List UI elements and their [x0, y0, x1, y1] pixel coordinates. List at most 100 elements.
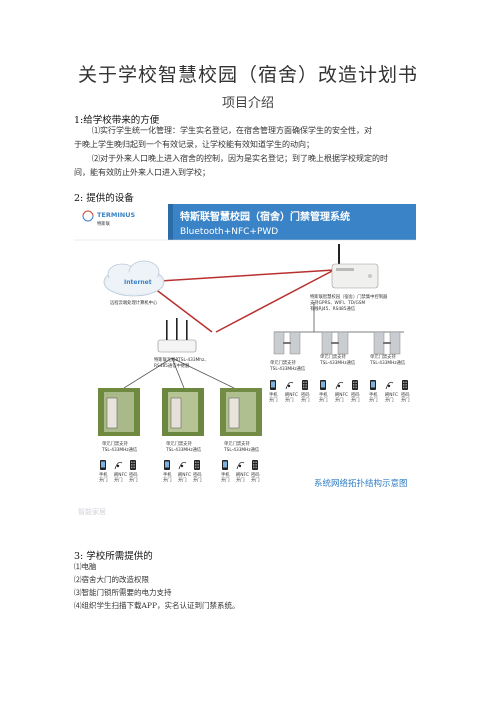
panel-2-method-3-label-2: 开门 [193, 477, 202, 484]
panel-2-method-2-label-2: 开门 [178, 477, 187, 484]
panel-access-methods: 手机开门刷NFC开门密码开门手机开门刷NFC开门密码开门手机开门刷NFC开门密码… [99, 460, 260, 484]
network-topology-figure: TERMINUS 特斯联 特斯联智慧校园（宿舍）门禁管理系统 Bluetooth… [74, 204, 416, 526]
gate-2-method-3-label-2: 开门 [351, 397, 360, 404]
router-caption-2: RS485通信中继器 [154, 362, 190, 369]
gate-1-caption-2: TSL-433MHz通信 [269, 365, 306, 372]
turnstile-gate-3-icon [373, 331, 401, 355]
central-controller-icon [331, 244, 379, 289]
gate-3-method-3-label-2: 开门 [401, 397, 410, 404]
keypad-icon [194, 460, 200, 470]
section-1-para-2-line-2: 间，能有效防止外来人口进入到学校； [74, 168, 210, 177]
panel-3-method-1-label-1: 手机 [221, 471, 230, 478]
gate-2-method-1-label-1: 手机 [319, 391, 328, 398]
panel-2-caption-2: TSL-433MHz通信 [165, 446, 202, 453]
gate-3-method-2-label-2: 开门 [385, 397, 394, 404]
gate-1-method-3-label-1: 密码 [301, 391, 310, 398]
banner-subtitle: Bluetooth+NFC+PWD [180, 227, 278, 237]
internet-label: Internet [124, 279, 152, 286]
keypad-icon [252, 460, 258, 470]
panel-2-method-1-label-1: 手机 [163, 471, 172, 478]
banner-title: 特斯联智慧校园（宿舍）门禁管理系统 [180, 210, 350, 223]
phone-icon [222, 460, 228, 470]
section-1-heading: 1:给学校带来的方便 [74, 115, 160, 126]
relay-router-icon [157, 318, 197, 353]
router-caption-1: 特斯联无线RTSL-433Mhz、 [154, 356, 209, 363]
controller-caption-2: 支持GPRS、WIFI、TD/GSM [310, 299, 366, 306]
panel-1-method-2-label-2: 开门 [114, 477, 123, 484]
gate-3-method-1-label-2: 开门 [369, 397, 378, 404]
nfc-icon [114, 461, 123, 470]
keypad-icon [302, 380, 308, 390]
panel-1-method-2-label-1: 刷NFC [114, 471, 127, 478]
document-title: 关于学校智慧校园（宿舍）改造计划书 [77, 64, 418, 86]
document-subtitle: 项目介绍 [221, 96, 274, 111]
panel-3-caption-2: TSL-433MHz通信 [223, 446, 260, 453]
section-3-heading: 3: 学校所需提供的 [74, 551, 153, 562]
phone-icon [320, 380, 326, 390]
gate-2-caption-1: 单元门禁支持 [320, 353, 346, 360]
panel-3-method-3-label-1: 密码 [251, 471, 260, 478]
panel-3-method-2-label-1: 刷NFC [236, 471, 249, 478]
turnstile-gate-1-icon [273, 331, 301, 355]
gate-2-method-2-label-2: 开门 [335, 397, 344, 404]
section-1-para-2-line-1: ⑵对于外来人口晚上进入宿舍的控制，因为是实名登记；到了晚上根据学校规定的时 [92, 154, 388, 163]
panel-1-method-1-label-1: 手机 [99, 471, 108, 478]
panel-2-method-3-label-1: 密码 [193, 471, 202, 478]
gate-1-method-1-label-1: 手机 [269, 391, 278, 398]
gate-1-method-2-label-1: 刷NFC [285, 391, 298, 398]
panel-2-method-2-label-1: 刷NFC [178, 471, 191, 478]
cloud-caption: 远程云端处理计算机中心 [110, 299, 158, 306]
panel-3-caption-1: 单元门禁支持 [224, 440, 250, 447]
controller-caption-3: 有线RJ45、RS485通信 [310, 305, 356, 312]
phone-icon [270, 380, 276, 390]
panel-1-method-3-label-2: 开门 [129, 477, 138, 484]
phone-icon [164, 460, 170, 470]
watermark: 智能家居 [78, 507, 106, 516]
gate-3-method-2-label-1: 刷NFC [385, 391, 398, 398]
gate-3-caption-1: 单元门禁支持 [370, 353, 396, 360]
section-3-item-4: ⑷组织学生扫描下载APP，实名认证到门禁系统。 [74, 601, 240, 610]
panel-3-method-1-label-2: 开门 [221, 477, 230, 484]
keypad-icon [130, 460, 136, 470]
door-panel-3-icon [220, 388, 262, 436]
panel-1-caption-2: TSL-433MHz通信 [101, 446, 138, 453]
gate-2-method-3-label-1: 密码 [351, 391, 360, 398]
panel-3-method-3-label-2: 开门 [251, 477, 260, 484]
gate-2-caption-2: TSL-433MHz通信 [319, 359, 356, 366]
gate-2-method-1-label-2: 开门 [319, 397, 328, 404]
section-3-item-2: ⑵宿舍大门的改造权限 [74, 575, 149, 584]
panel-2-method-1-label-2: 开门 [163, 477, 172, 484]
section-1-para-1-line-2: 于晚上学生晚归起到一个有效记录，让学校能有效知道学生的动向； [74, 140, 314, 149]
section-1-para-1-line-1: ⑴实行学生统一化管理：学生实名登记，在宿舍管理方面确保学生的安全性，对 [92, 126, 372, 135]
section-3-item-3: ⑶智能门锁所需要的电力支持 [74, 588, 172, 597]
keypad-icon [352, 380, 358, 390]
banner-background [172, 204, 416, 240]
panel-3-method-2-label-2: 开门 [236, 477, 245, 484]
nfc-icon [178, 461, 187, 470]
gate-1-method-1-label-2: 开门 [269, 397, 278, 404]
brand-name: TERMINUS [97, 211, 135, 219]
diagram-title: 系统网络拓扑结构示意图 [314, 478, 408, 489]
nfc-icon [335, 381, 344, 390]
gate-2-method-2-label-1: 刷NFC [335, 391, 348, 398]
panel-1-caption-1: 单元门禁支持 [102, 440, 128, 447]
panel-1-method-1-label-2: 开门 [99, 477, 108, 484]
turnstile-gate-2-icon [321, 331, 349, 355]
terminus-logo-icon [82, 210, 94, 222]
controller-caption-1: 特斯联智慧校园（宿舍）门禁集中控制器 [310, 293, 388, 300]
gate-1-method-3-label-2: 开门 [301, 397, 310, 404]
section-2-heading: 2: 提供的设备 [74, 193, 134, 204]
gate-3-caption-2: TSL-433MHz通信 [369, 359, 406, 366]
gate-3-method-1-label-1: 手机 [369, 391, 378, 398]
gate-1-caption-1: 单元门禁支持 [270, 359, 296, 366]
section-3-item-1: ⑴电脑 [74, 562, 97, 571]
door-panel-1-icon [98, 388, 140, 436]
nfc-icon [236, 461, 245, 470]
keypad-icon [402, 380, 408, 390]
gate-1-method-2-label-2: 开门 [285, 397, 294, 404]
